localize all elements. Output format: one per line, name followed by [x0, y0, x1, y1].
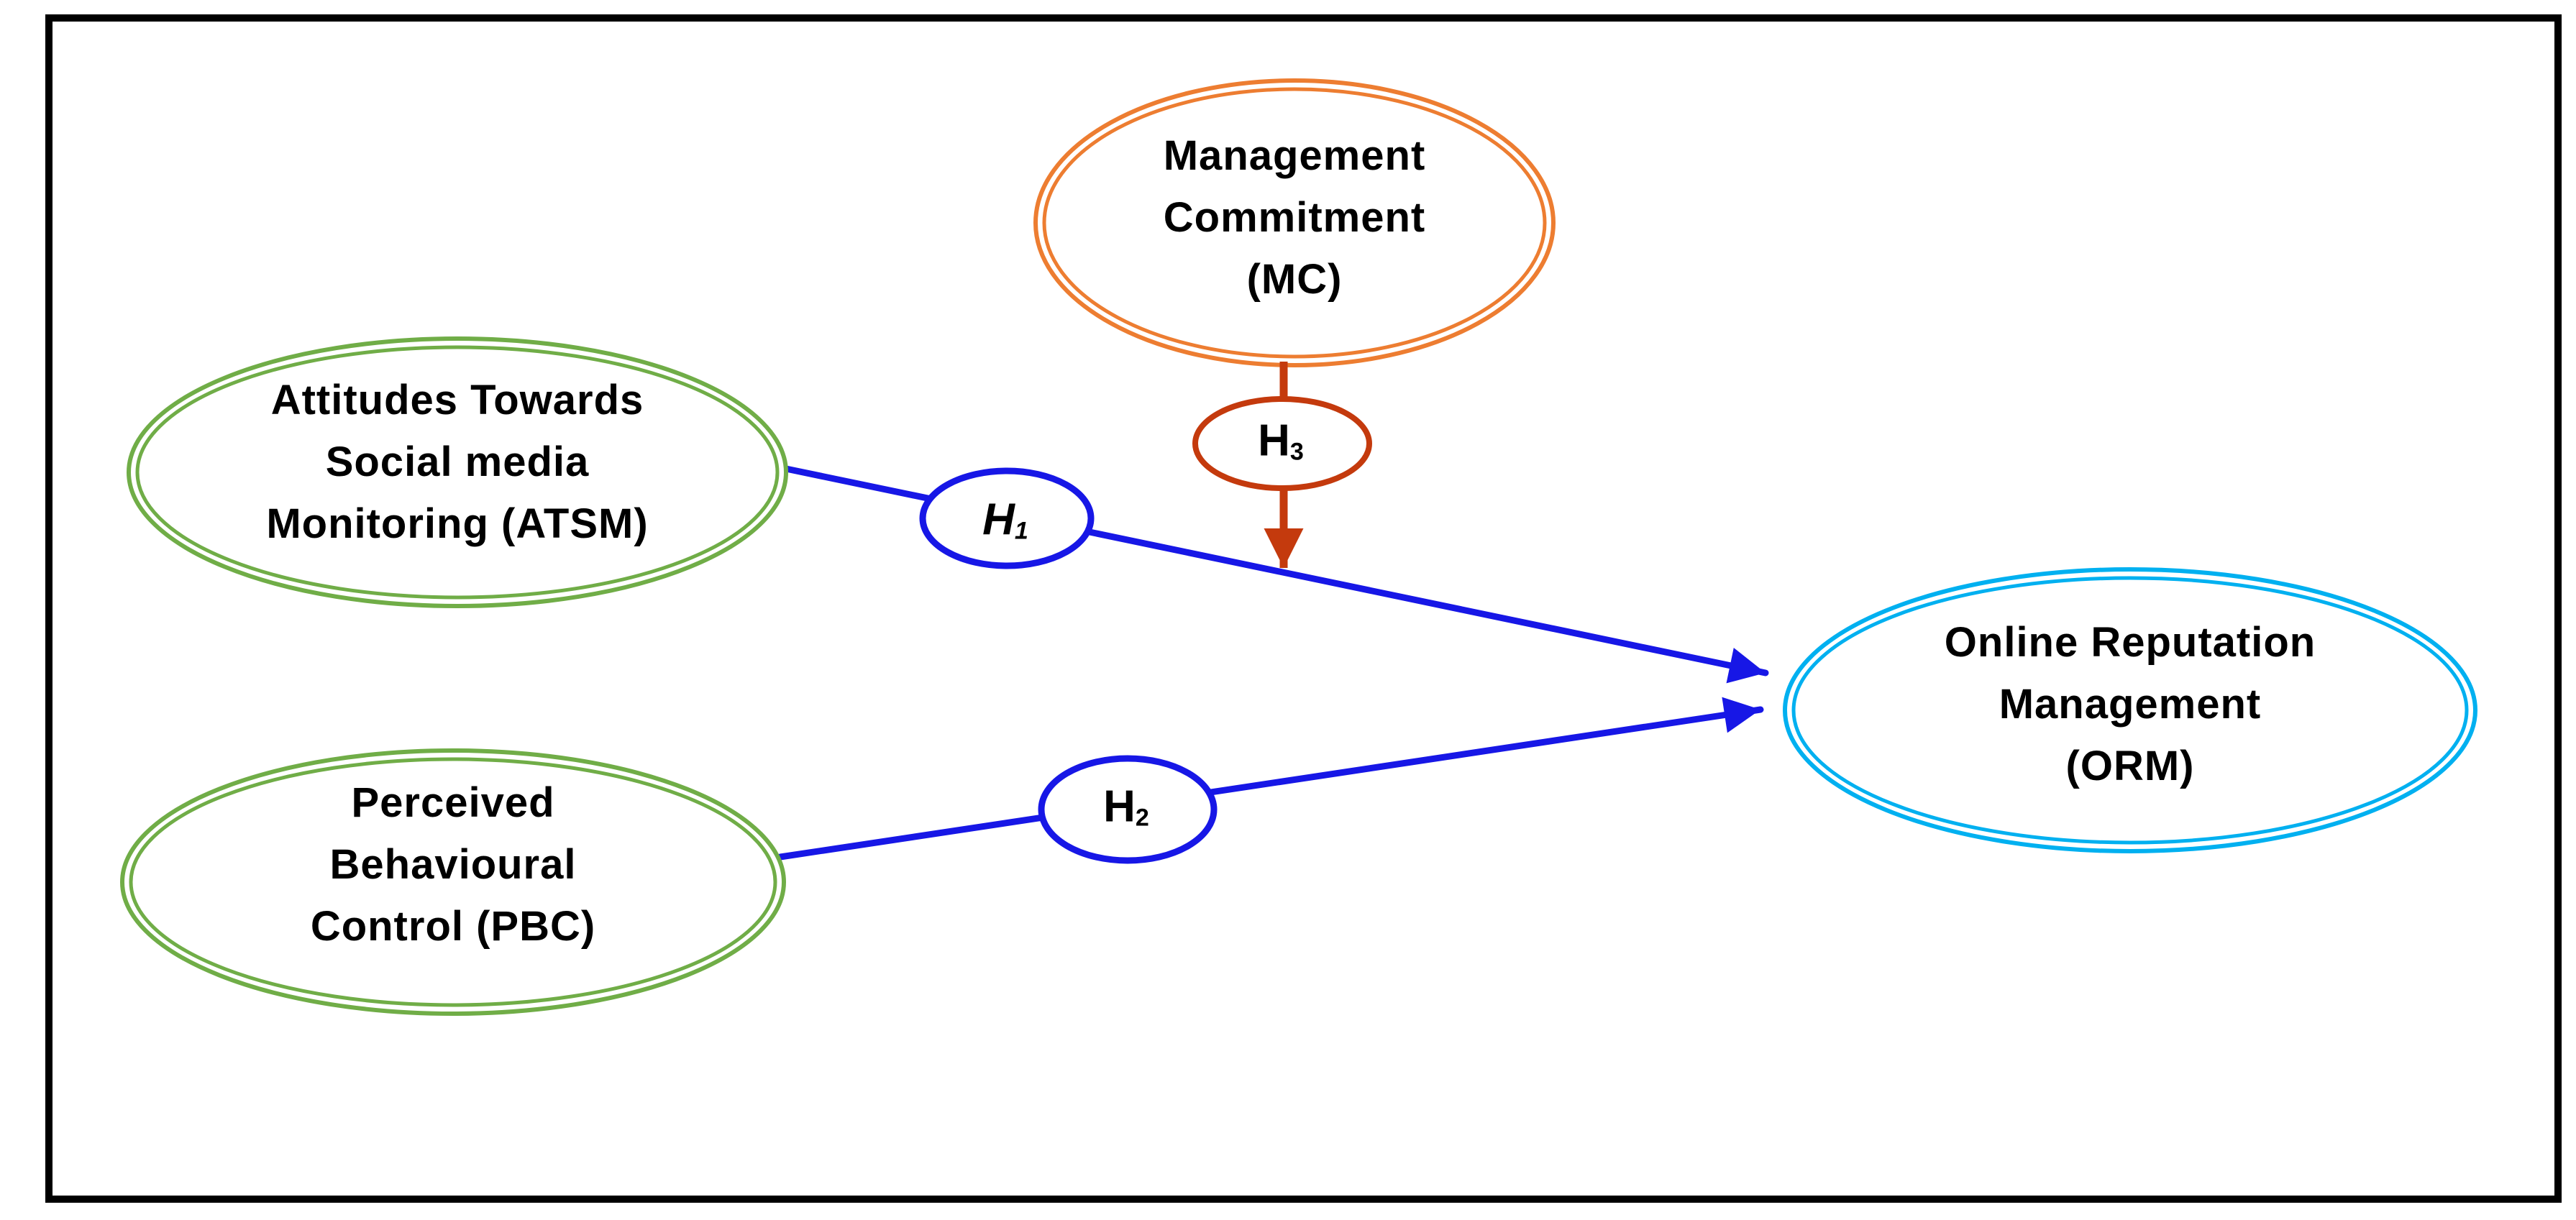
hypothesis-label-h2: H2 [1103, 781, 1149, 832]
hypothesis-ellipse-h2 [1038, 755, 1218, 864]
node-ellipse-atsm-outer [127, 336, 788, 608]
node-label-mc: Management Commitment (MC) [1163, 132, 1426, 303]
node-ellipse-pbc-inner [129, 757, 777, 1007]
node-label-pbc: Perceived Behavioural Control (PBC) [310, 779, 596, 950]
hypothesis-ellipse-h1 [919, 467, 1095, 569]
node-ellipse-mc-outer [1033, 78, 1556, 367]
hypothesis-symbol: H [982, 495, 1015, 545]
hypothesis-subscript: 2 [1135, 804, 1149, 832]
edge-pbc-orm [777, 697, 1764, 861]
hypothesis-symbol: H [1258, 416, 1290, 466]
node-ellipse-orm-outer [1783, 567, 2477, 853]
hypothesis-ellipse-h3 [1192, 396, 1372, 491]
node-ellipse-atsm-inner [135, 345, 780, 600]
hypothesis-subscript: 1 [1014, 517, 1028, 545]
node-ellipse-mc-inner [1042, 87, 1547, 359]
hypothesis-symbol: H [1103, 781, 1136, 832]
hypothesis-label-h3: H3 [1258, 415, 1304, 466]
node-ellipse-pbc-outer [120, 748, 786, 1016]
node-ellipse-orm-inner [1791, 576, 2469, 845]
node-label-orm: Online Reputation Management (ORM) [1944, 619, 2316, 789]
diagram-frame [45, 14, 2562, 1203]
hypothesis-subscript: 3 [1289, 438, 1304, 466]
hypothesis-label-h1: H1 [982, 494, 1028, 545]
node-label-atsm: Attitudes Towards Social media Monitorin… [266, 377, 649, 547]
